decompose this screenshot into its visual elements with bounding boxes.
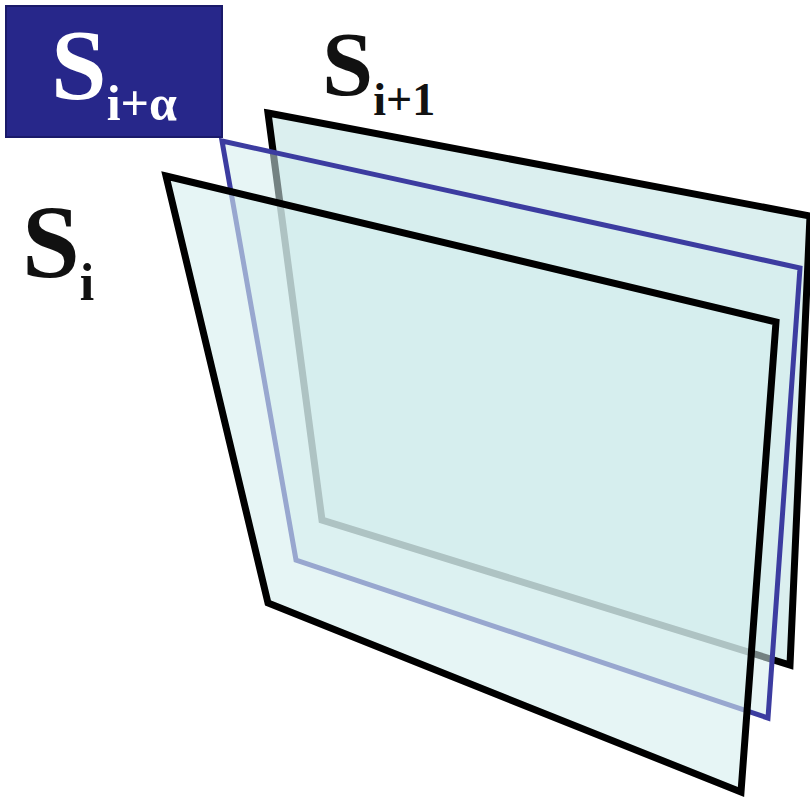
- plane-label: Si+1: [322, 18, 435, 123]
- plane-label: Si: [22, 190, 94, 309]
- plane-front: [166, 176, 776, 792]
- label-box: Si+α: [5, 5, 223, 138]
- math-label: Si+α: [51, 15, 177, 128]
